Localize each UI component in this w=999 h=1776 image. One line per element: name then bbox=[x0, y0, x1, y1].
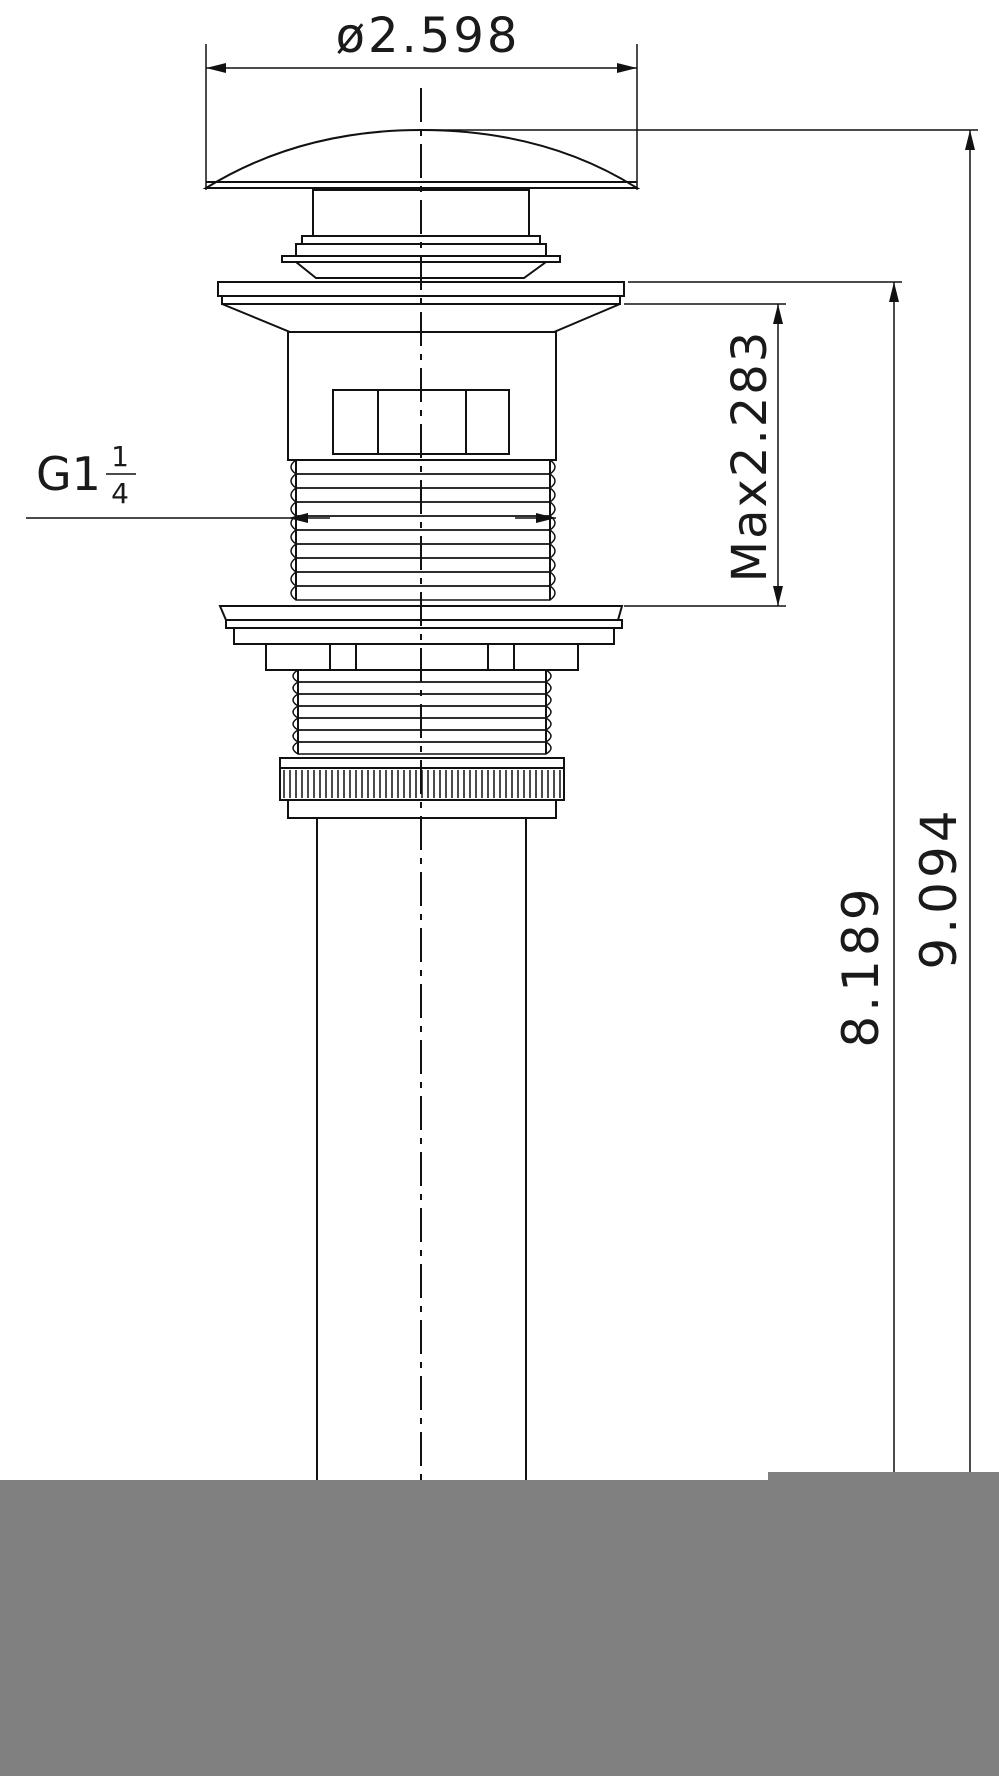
diameter-dimension: ø2.598 bbox=[205, 8, 638, 190]
thread-fraction-numerator: 1 bbox=[111, 440, 129, 473]
max-thickness-label: Max2.283 bbox=[722, 330, 778, 583]
thread-size-dimension: G1 1 4 bbox=[26, 440, 556, 523]
max-thickness-dimension: Max2.283 bbox=[624, 303, 786, 607]
diameter-label: ø2.598 bbox=[336, 8, 521, 64]
thread-fraction-denominator: 4 bbox=[111, 477, 129, 510]
bottom-overlay-band bbox=[0, 1480, 999, 1776]
lower-thread bbox=[292, 669, 552, 755]
overall-height-label: 9.094 bbox=[910, 806, 968, 969]
overall-height-dimension: 9.094 bbox=[421, 129, 978, 1480]
upper-thread bbox=[290, 459, 556, 601]
tailpiece-pipe bbox=[316, 818, 527, 1490]
height-below-flange-label: 8.189 bbox=[832, 884, 890, 1047]
height-below-flange-dimension: 8.189 bbox=[628, 281, 902, 1480]
thread-size-label: G1 bbox=[36, 447, 101, 501]
